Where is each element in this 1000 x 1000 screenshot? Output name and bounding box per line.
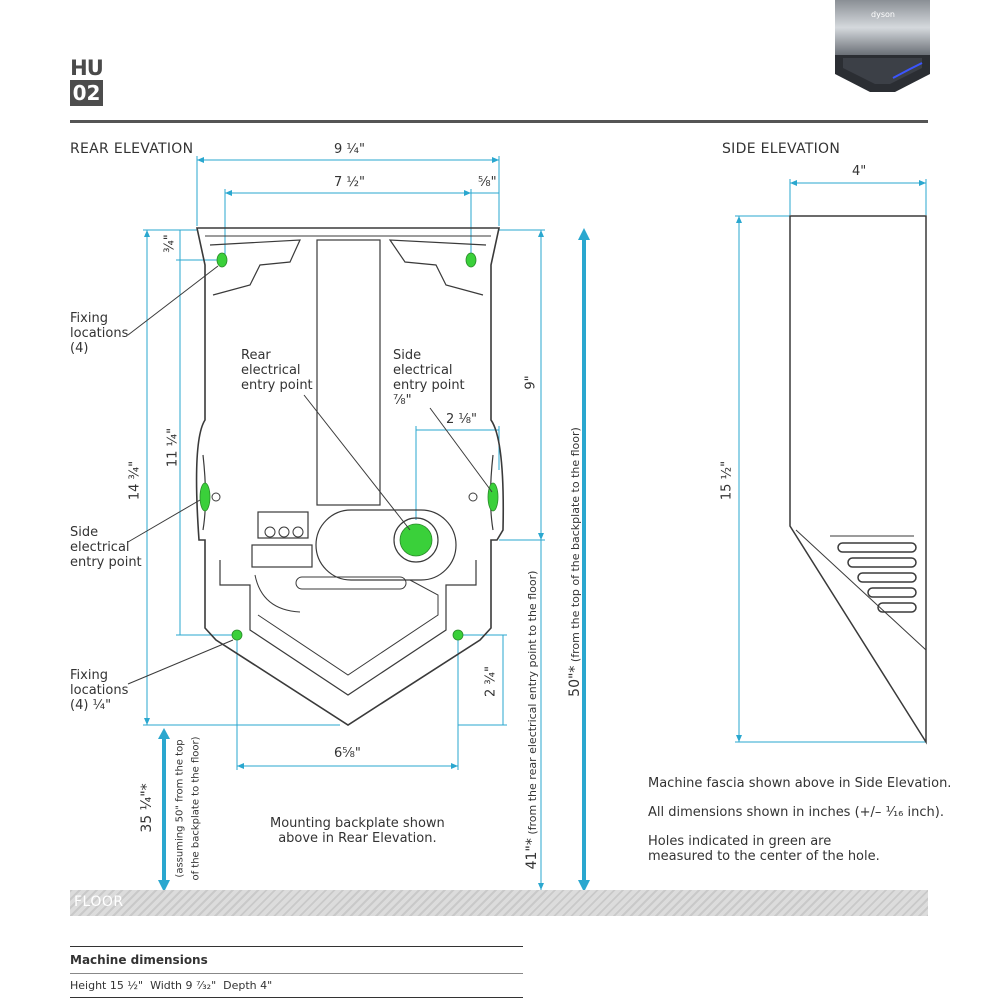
rear-entry-label: Rear electrical entry point (241, 348, 313, 393)
backplate-to-floor-value: 50"* (567, 665, 583, 697)
model-badge-line2: 02 (70, 80, 103, 106)
rear-entry-to-floor-note: (from the rear electrical entry point to… (526, 570, 539, 835)
note-holes: Holes indicated in green are measured to… (648, 834, 880, 864)
dim-lower-fixing-width: 6⅝" (334, 746, 361, 761)
backplate-note: Mounting backplate shown above in Rear E… (270, 816, 445, 846)
logo-text: dyson (871, 10, 895, 19)
backplate-to-floor-note: (from the top of the backplate to the fl… (569, 427, 582, 663)
backplate-to-floor-label: 50"* (from the top of the backplate to t… (567, 337, 583, 787)
dim-lower-fixing-height: 2 ¾" (483, 666, 499, 697)
dim-top-offset: ¾" (162, 234, 178, 253)
fixing-hole-bottom-left (231, 629, 243, 641)
rear-entry-to-floor-label: 41"* (from the rear electrical entry poi… (524, 500, 540, 940)
dim-top-to-side: 9" (523, 375, 539, 390)
dim-fixing-width: 7 ½" (334, 175, 365, 190)
fixing-hole-top-left (216, 252, 228, 268)
rear-entry-to-floor-value: 41"* (524, 838, 540, 870)
side-entry-left-label: Side electrical entry point (70, 525, 142, 570)
floor-label: FLOOR (74, 894, 124, 910)
fixing-locations-bottom-label: Fixing locations (4) ¼" (70, 668, 129, 713)
rear-entry-point (399, 523, 433, 557)
dim-overall-width: 9 ¼" (334, 142, 365, 157)
dim-side-height: 15 ½" (719, 460, 735, 501)
side-entry-right (487, 482, 499, 512)
dim-overall-height: 14 ¾" (127, 460, 143, 501)
machine-dimensions-title: Machine dimensions (70, 953, 208, 967)
side-entry-right-label: Side electrical entry point ⅞" (393, 348, 465, 408)
dim-rear-to-side: 2 ⅛" (446, 412, 477, 427)
table-mid-rule (70, 973, 523, 974)
backplate-outline (195, 227, 505, 726)
dim-fixing-vertical: 11 ¼" (165, 427, 181, 468)
table-bottom-rule (70, 997, 523, 998)
table-top-rule (70, 946, 523, 947)
fixing-hole-top-right (465, 252, 477, 268)
lower-to-floor-value: 35 ¼"* (139, 783, 155, 833)
side-entry-left (199, 482, 211, 512)
floor-band: FLOOR (70, 890, 928, 916)
side-elevation-title: SIDE ELEVATION (722, 141, 841, 157)
dimension-lines (143, 156, 927, 890)
dim-edge-offset: ⅝" (478, 175, 497, 190)
hole-markers (199, 252, 499, 641)
lower-to-floor-note-2: of the backplate to the floor) (190, 736, 202, 881)
side-elevation-outline (789, 215, 927, 745)
model-badge-line1: HU (70, 56, 104, 80)
leader-lines (127, 265, 493, 685)
rear-elevation-title: REAR ELEVATION (70, 141, 194, 157)
note-dimensions: All dimensions shown in inches (+/– ¹⁄₁₆… (648, 805, 944, 820)
dyson-logo: dyson (835, 0, 930, 92)
header-rule (70, 120, 928, 123)
lower-to-floor-note-1: (assuming 50" from the top (174, 739, 186, 878)
fixing-hole-bottom-right (452, 629, 464, 641)
model-badge: HU 02 (70, 56, 104, 106)
dim-side-depth: 4" (852, 164, 867, 179)
machine-dimensions-row: Height 15 ½" Width 9 ⁷⁄₃₂" Depth 4" (70, 979, 273, 992)
fixing-locations-top-label: Fixing locations (4) (70, 311, 129, 356)
note-fascia: Machine fascia shown above in Side Eleva… (648, 776, 952, 791)
floor-arrows (158, 228, 590, 892)
